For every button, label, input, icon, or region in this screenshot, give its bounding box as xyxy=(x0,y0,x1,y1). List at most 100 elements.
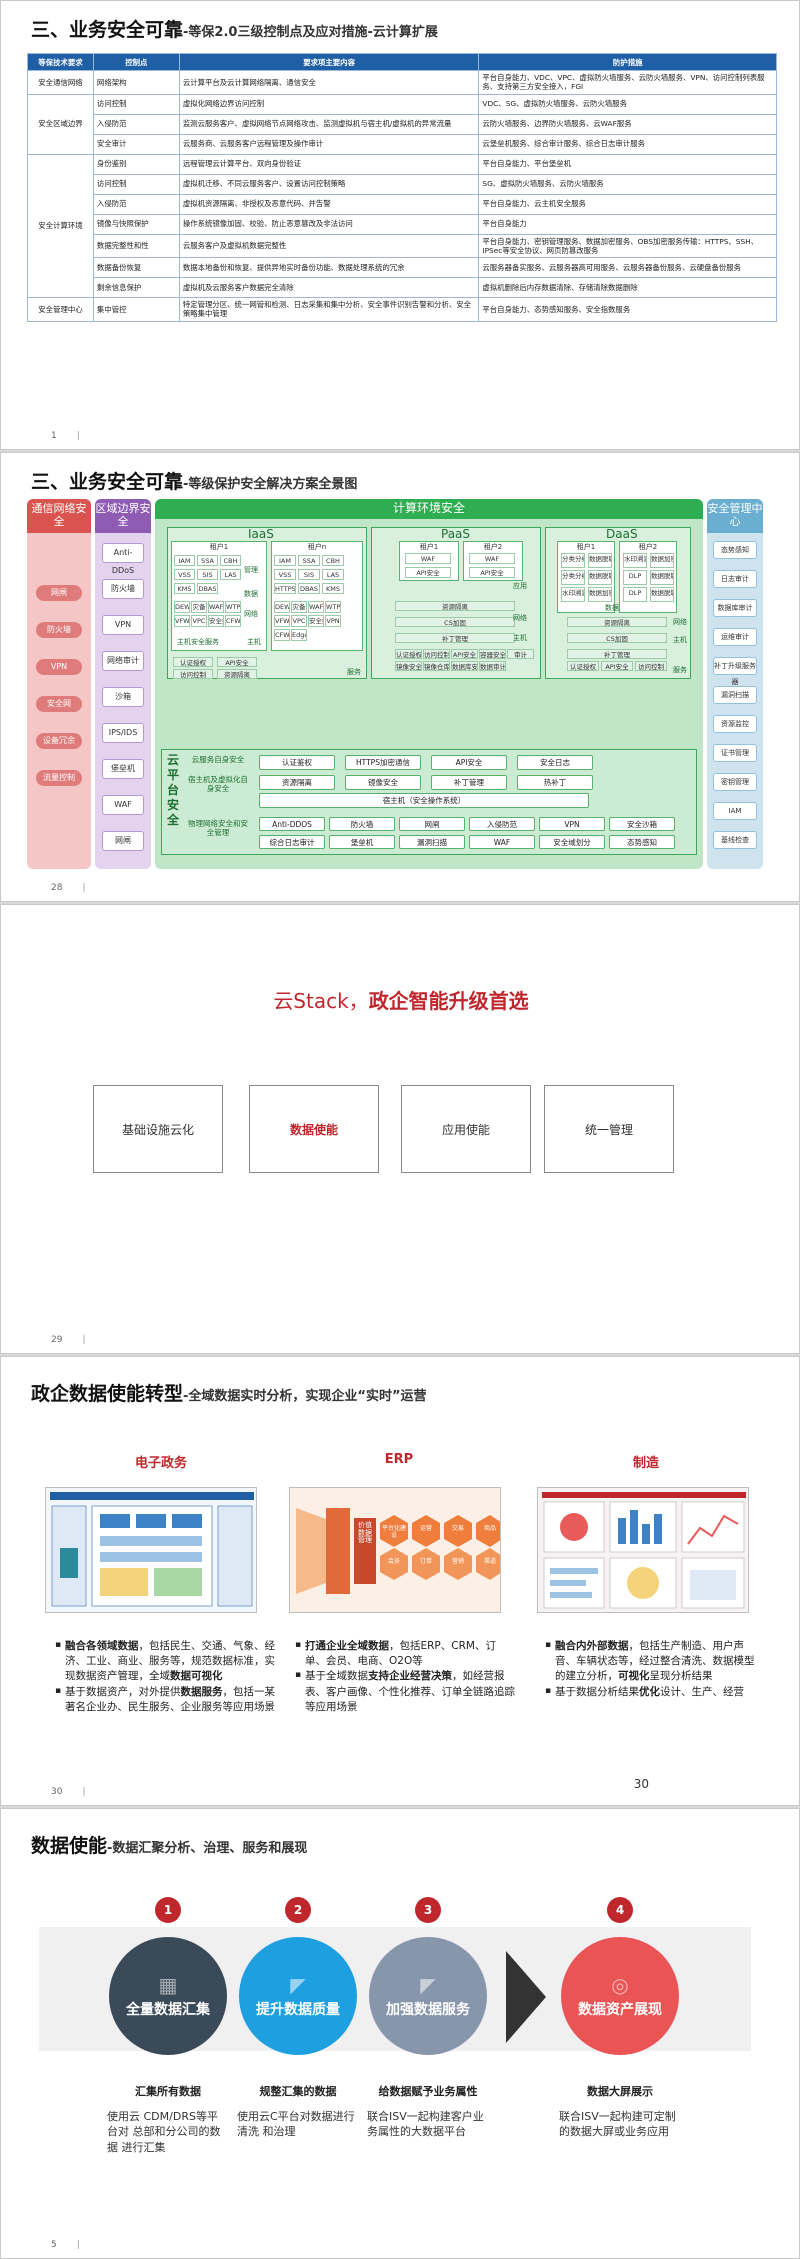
list-item: 打通企业全域数据，包括ERP、CRM、订单、会员、电商、O2O等 xyxy=(295,1639,515,1669)
paas-shared-chip: API安全 xyxy=(451,649,478,659)
step-number-badge: 4 xyxy=(607,1897,633,1923)
slide-title: 政企数据使能转型-全域数据实时分析，实现企业“实时”运营 xyxy=(31,1383,427,1405)
table-header: 等保技术要求 xyxy=(27,53,94,71)
erp-bullets: 打通企业全域数据，包括ERP、CRM、订单、会员、电商、O2O等 基于全域数据支… xyxy=(295,1639,515,1715)
table-cell: 网络架构 xyxy=(92,70,180,95)
platform-row3b-item: 态势感知 xyxy=(609,835,675,849)
iaas-tenantn-chip: 灾备 xyxy=(291,601,307,613)
iaas-label-host2: 主机 xyxy=(247,638,261,646)
table-cell: 镜像与快照保护 xyxy=(92,213,180,235)
step-circle: ▦ 全量数据汇集 xyxy=(109,1937,227,2055)
iaas-label-net: 网络 xyxy=(244,610,258,618)
step-number-badge: 2 xyxy=(285,1897,311,1923)
box-app-enablement[interactable]: 应用使能 xyxy=(401,1085,531,1173)
step-circle: ◤加强数据服务 xyxy=(369,1937,487,2055)
page-number: 5 xyxy=(51,2240,80,2250)
table-cell: 特定管理分区、统一网管和检测、日志采集和集中分析、安全事件识别告警和分析、安全策… xyxy=(178,297,480,322)
table-cell: 剩余信息保护 xyxy=(92,277,180,298)
table-cell: 数据完整性和性 xyxy=(92,233,180,258)
table-cell: 云堡垒机服务、综合审计服务、综合日志审计服务 xyxy=(478,133,777,155)
red-column-item: 设备冗余 xyxy=(36,733,82,749)
iaas-tenantn-chip: VSS xyxy=(274,569,296,580)
slide-data-transformation: 政企数据使能转型-全域数据实时分析，实现企业“实时”运营 电子政务 ERP 制造 xyxy=(0,1356,800,1806)
slide-data-enablement: 数据使能-数据汇聚分析、治理、服务和展现 1▦全量数据汇集汇集所有数据使用云 C… xyxy=(0,1808,800,2259)
iaas-shared-chip: 资源隔离 xyxy=(217,669,257,679)
step-label: 提升数据质量 xyxy=(256,2002,340,2018)
paas-label-app: 应用 xyxy=(513,582,527,590)
iaas-label-mgmt: 管理 xyxy=(244,566,258,574)
management-item: 基线检查 xyxy=(713,831,757,849)
iaas-tenant1-chip: VFW xyxy=(174,615,190,627)
list-item: 基于数据资产，对外提供数据服务，包括一某著名企业办、民生服务、企业服务等应用场景 xyxy=(55,1685,275,1715)
daas-tenant1-chip: 数据加密 xyxy=(588,587,612,602)
iaas-tenantn-chip: VFW xyxy=(274,615,290,627)
page-number: 29 xyxy=(51,1335,86,1345)
egov-diagram-thumbnail xyxy=(45,1487,257,1613)
table-row: 安全审计云服务商、云服务客户远程管理及操作审计云堡垒机服务、综合审计服务、综合日… xyxy=(28,133,777,155)
iaas-tenant1-chip: SSA xyxy=(197,555,218,566)
erp-left-label: 价值数据管理 xyxy=(358,1521,372,1545)
box-unified-management[interactable]: 统一管理 xyxy=(544,1085,674,1173)
step-label: 全量数据汇集 xyxy=(126,2002,210,2018)
platform-row2-item: 热补丁 xyxy=(517,775,593,790)
management-item: 漏洞扫描 xyxy=(713,686,757,704)
iaas-tenant1-chip: CBH xyxy=(220,555,241,566)
step-label: 加强数据服务 xyxy=(386,2002,470,2018)
step-subtitle: 数据大屏展示 xyxy=(587,2085,653,2098)
platform-row3a-item: Anti-DDOS xyxy=(259,817,325,831)
purple-column-item: 沙箱 xyxy=(102,687,144,707)
paas-row: 补丁管理 xyxy=(395,633,515,643)
platform-row2-item: 补丁管理 xyxy=(431,775,507,790)
iaas-shared-chip: 认证授权 xyxy=(173,657,213,667)
purple-column-item: Anti-DDoS xyxy=(102,543,144,575)
step-circle: ◤提升数据质量 xyxy=(239,1937,357,2055)
daas-tenant1-chip: 水印溯源 xyxy=(561,587,585,602)
table-row: 入侵防范监测云服务客户、虚拟网络节点网络攻击、监测虚拟机与宿主机/虚拟机的异常流… xyxy=(28,113,777,135)
management-item: 资源监控 xyxy=(713,715,757,733)
daas-row: CS加固 xyxy=(567,633,667,643)
paas-tenant2-chip: API安全 xyxy=(469,567,515,578)
purple-column-item: 防火墙 xyxy=(102,579,144,599)
paas-shared-chip: 镜像安全 xyxy=(395,661,422,671)
slide-title: 三、业务安全可靠-等级保护安全解决方案全景图 xyxy=(31,471,358,493)
box-data-enablement[interactable]: 数据使能 xyxy=(249,1085,379,1173)
iaas-tenantn-chip: VPC xyxy=(291,615,307,627)
table-cell: 访问控制 xyxy=(92,93,180,115)
erp-hex-label: 会员 xyxy=(387,1558,400,1565)
step-description: 使用云C平台对数据进行清洗 和治理 xyxy=(237,2110,355,2139)
list-item: 基于全域数据支持企业经营决策，如经营报表、客户画像、个性化推荐、订单全链路追踪等… xyxy=(295,1669,515,1715)
platform-row2-item: 镜像安全 xyxy=(345,775,421,790)
iaas-tenantn-chip: EdgeFW xyxy=(291,629,307,641)
step-subtitle: 给数据赋予业务属性 xyxy=(378,2085,478,2098)
iaas-tenant-1: 租户1 xyxy=(171,541,267,651)
management-item: 运维审计 xyxy=(713,628,757,646)
platform-row1-item: API安全 xyxy=(431,755,507,770)
iaas-tenant1-chip: WAF xyxy=(208,601,224,613)
erp-hex-label: 交易 xyxy=(451,1525,464,1532)
paas-tenant1-chip: API安全 xyxy=(405,567,451,578)
management-item: 数据库审计 xyxy=(713,599,757,617)
column-head-egov: 电子政务 xyxy=(134,1456,187,1471)
daas-tenant1-chip: 数据脱敏 xyxy=(588,553,612,568)
daas-title: DaaS xyxy=(606,527,638,541)
management-item: 证书管理 xyxy=(713,744,757,762)
step-label: 数据资产展现 xyxy=(578,2002,662,2018)
daas-tenant2-chip: DLP xyxy=(623,570,647,585)
erp-hex-label: 渠道 xyxy=(483,1558,496,1565)
platform-row3b-item: 堡垒机 xyxy=(329,835,395,849)
table-row: 安全管理中心集中管控特定管理分区、统一网管和检测、日志采集和集中分析、安全事件识… xyxy=(27,297,777,322)
table-cell: 平台自身能力、VDC、VPC、虚拟防火墙服务、云防火墙服务、VPN、访问控制列表… xyxy=(478,70,777,95)
purple-column-item: VPN xyxy=(102,615,144,635)
iaas-tenantn-chip: DBAS xyxy=(298,583,320,594)
page-number-large: 30 xyxy=(633,1777,649,1791)
database-icon: ▦ xyxy=(158,1973,178,1997)
daas-tenant2-chip: 数据加密 xyxy=(650,553,674,568)
table-cell: 集中管控 xyxy=(92,297,180,322)
red-column-item: VPN xyxy=(36,659,82,675)
daas-label-host: 主机 xyxy=(673,636,687,644)
box-infrastructure-cloud[interactable]: 基础设施云化 xyxy=(93,1085,223,1173)
iaas-tenant1-chip: DEW xyxy=(174,601,190,613)
paas-tenant1-chip: WAF xyxy=(405,553,451,564)
